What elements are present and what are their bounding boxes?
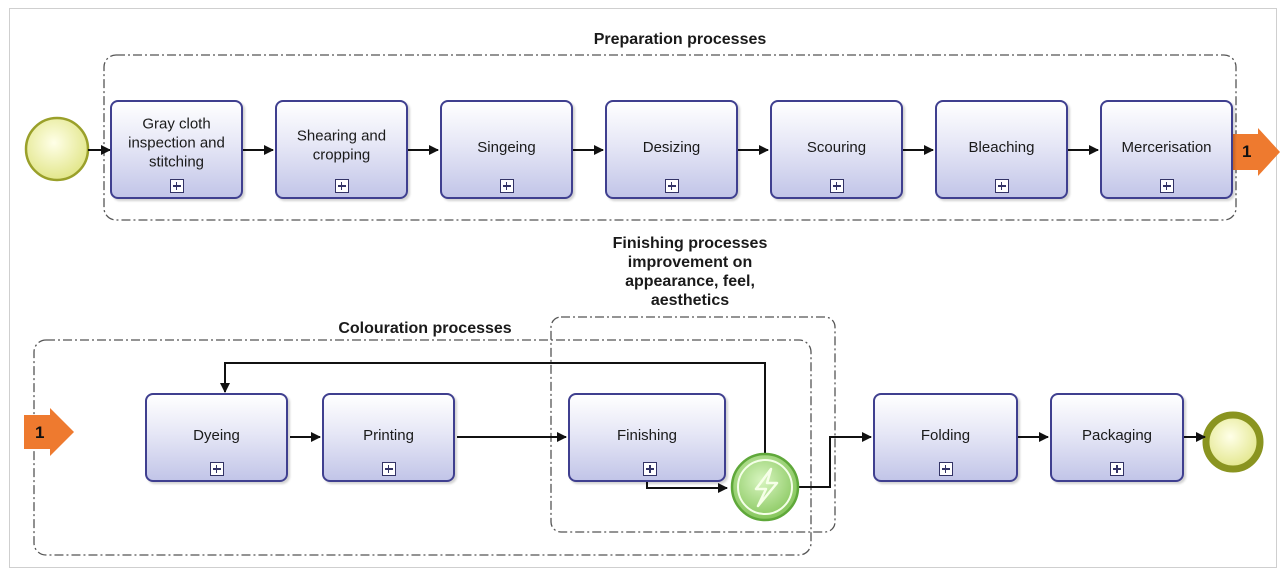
flow-loop-back-to-dyeing: [220, 362, 766, 456]
task-dyeing[interactable]: Dyeing: [145, 393, 288, 482]
task-mercerisation[interactable]: Mercerisation: [1100, 100, 1233, 199]
task-desizing[interactable]: Desizing: [605, 100, 738, 199]
task-label: Mercerisation: [1121, 138, 1212, 156]
task-finishing[interactable]: Finishing: [568, 393, 726, 482]
plus-square-icon[interactable]: [334, 179, 349, 193]
task-folding[interactable]: Folding: [873, 393, 1018, 482]
plus-square-icon[interactable]: [209, 462, 224, 476]
end-event: [1202, 411, 1264, 473]
off-page-connector-in: [24, 408, 74, 456]
plus-square-icon[interactable]: [938, 462, 953, 476]
task-label: Bleaching: [968, 138, 1035, 156]
flow-event-to-folding: [799, 432, 872, 488]
task-shearing-and-cropping[interactable]: Shearing and cropping: [275, 100, 408, 199]
task-label: Shearing and cropping: [296, 126, 387, 163]
task-singeing[interactable]: Singeing: [440, 100, 573, 199]
plus-square-icon[interactable]: [169, 179, 184, 193]
plus-square-icon[interactable]: [499, 179, 514, 193]
plus-square-icon[interactable]: [643, 462, 657, 476]
preparation-group-label: Preparation processes: [593, 31, 767, 48]
off-page-connector-out: [1232, 128, 1280, 176]
task-label: Packaging: [1081, 426, 1153, 444]
finishing-group-boundary: [550, 316, 836, 533]
off-page-connector-in-label: 1: [35, 423, 45, 442]
plus-square-icon[interactable]: [1110, 462, 1124, 476]
off-page-connector-out-label: 1: [1242, 142, 1252, 161]
task-label: Dyeing: [193, 426, 240, 444]
plus-square-icon[interactable]: [994, 179, 1009, 193]
task-label: Printing: [363, 426, 414, 444]
plus-square-icon[interactable]: [1159, 179, 1174, 193]
plus-square-icon[interactable]: [664, 179, 679, 193]
task-label: Gray cloth inspection and stitching: [128, 115, 225, 171]
task-packaging[interactable]: Packaging: [1050, 393, 1184, 482]
lightning-icon: [730, 452, 800, 522]
task-label: Singeing: [477, 138, 536, 156]
colouration-group-label: Colouration processes: [338, 320, 512, 337]
figure-frame: [9, 8, 1277, 568]
task-label: Folding: [920, 426, 971, 444]
task-gray-cloth-inspection[interactable]: Gray cloth inspection and stitching: [110, 100, 243, 199]
task-scouring[interactable]: Scouring: [770, 100, 903, 199]
task-printing[interactable]: Printing: [322, 393, 455, 482]
task-label: Desizing: [642, 138, 701, 156]
start-event: [24, 116, 90, 182]
plus-square-icon[interactable]: [381, 462, 396, 476]
task-label: Scouring: [806, 138, 867, 156]
task-label: Finishing: [616, 426, 678, 444]
task-bleaching[interactable]: Bleaching: [935, 100, 1068, 199]
finishing-group-label: Finishing processes improvement on appea…: [612, 235, 768, 309]
plus-square-icon[interactable]: [829, 179, 844, 193]
